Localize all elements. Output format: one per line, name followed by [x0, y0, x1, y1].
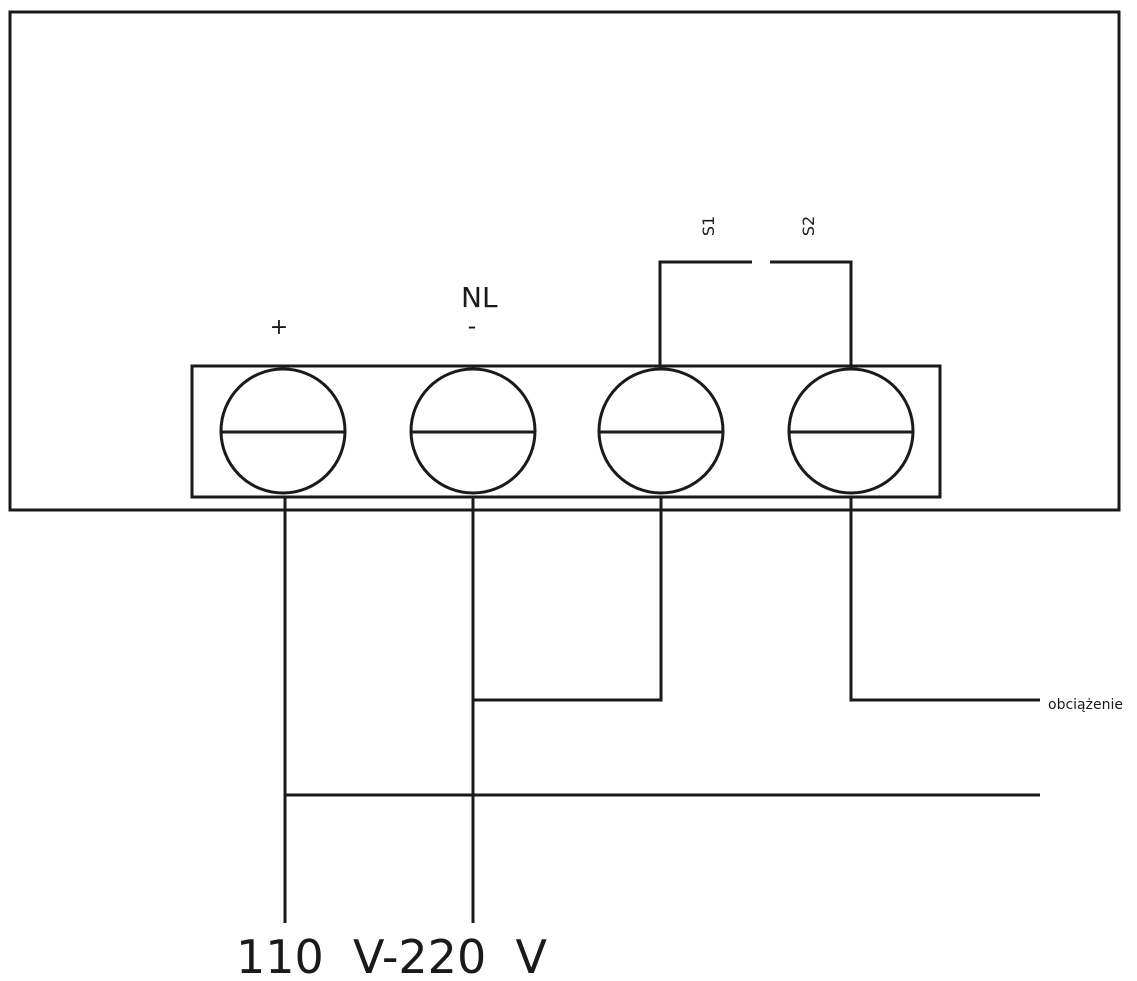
- terminal-screw-n: [409, 367, 537, 495]
- supply-voltage-label: 110 V-220 V: [236, 930, 547, 981]
- terminal-minus-label: -: [468, 312, 477, 340]
- terminal-screw-s2: [787, 367, 915, 495]
- terminal-n-label: NL: [461, 281, 498, 314]
- wire-s1-to-n: [473, 497, 663, 702]
- s2-label: S2: [799, 216, 818, 236]
- s2-contact-wire: [770, 260, 853, 366]
- terminal-plus-label: +: [270, 315, 288, 340]
- load-label: obciążenie: [1048, 697, 1123, 713]
- s1-contact-wire: [658, 260, 752, 366]
- s1-label: S1: [699, 216, 718, 236]
- wire-s2-to-load: [849, 497, 1040, 702]
- terminal-screw-s1: [597, 367, 725, 495]
- terminal-screw-plus: [219, 367, 347, 495]
